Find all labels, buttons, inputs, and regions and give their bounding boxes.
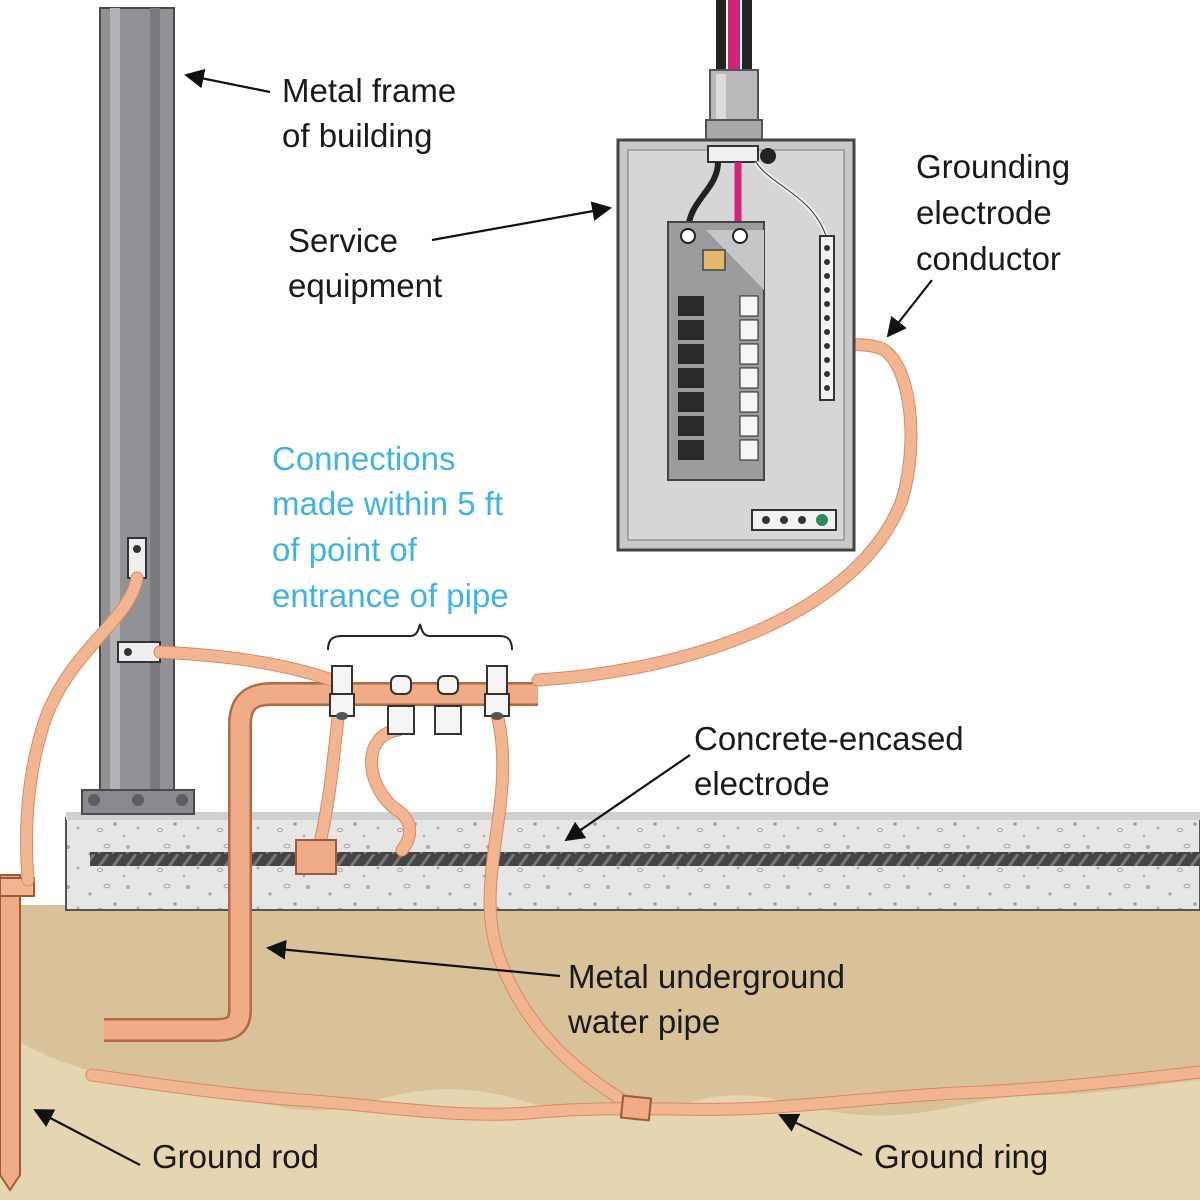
label-connections-3: of point of [272, 531, 418, 568]
label-ground-rod: Ground rod [152, 1138, 319, 1175]
label-concrete-1: Concrete-encased [694, 720, 964, 757]
rebar-electrode [90, 852, 1200, 866]
label-ground-ring: Ground ring [874, 1138, 1048, 1175]
label-service-2: equipment [288, 267, 442, 304]
ring-splice-icon [619, 1094, 653, 1122]
breakers [678, 295, 759, 461]
rebar-clamp-icon [295, 839, 337, 875]
water-pipe [104, 682, 538, 1042]
label-concrete-2: electrode [694, 765, 830, 802]
label-connections-1: Connections [272, 440, 455, 477]
arrows [33, 68, 933, 1166]
label-service-1: Service [288, 222, 398, 259]
ground-rod-icon [0, 874, 35, 1192]
label-water-pipe-2: water pipe [567, 1003, 720, 1040]
label-gec-3: conductor [916, 240, 1061, 277]
label-connections-2: made within 5 ft [272, 485, 503, 522]
label-connections-4: entrance of pipe [272, 577, 509, 614]
label-gec-2: electrode [916, 194, 1052, 231]
label-gec-1: Grounding [916, 148, 1070, 185]
pipe-clamp-icon [329, 665, 510, 735]
labels: Metal frame of building Service equipmen… [152, 72, 1070, 1175]
label-water-pipe-1: Metal underground [568, 958, 845, 995]
label-metal-frame-2: of building [282, 117, 432, 154]
service-panel-icon [616, 0, 856, 552]
label-metal-frame-1: Metal frame [282, 72, 456, 109]
steel-column-icon [81, 7, 195, 815]
connections-brace [327, 623, 513, 651]
